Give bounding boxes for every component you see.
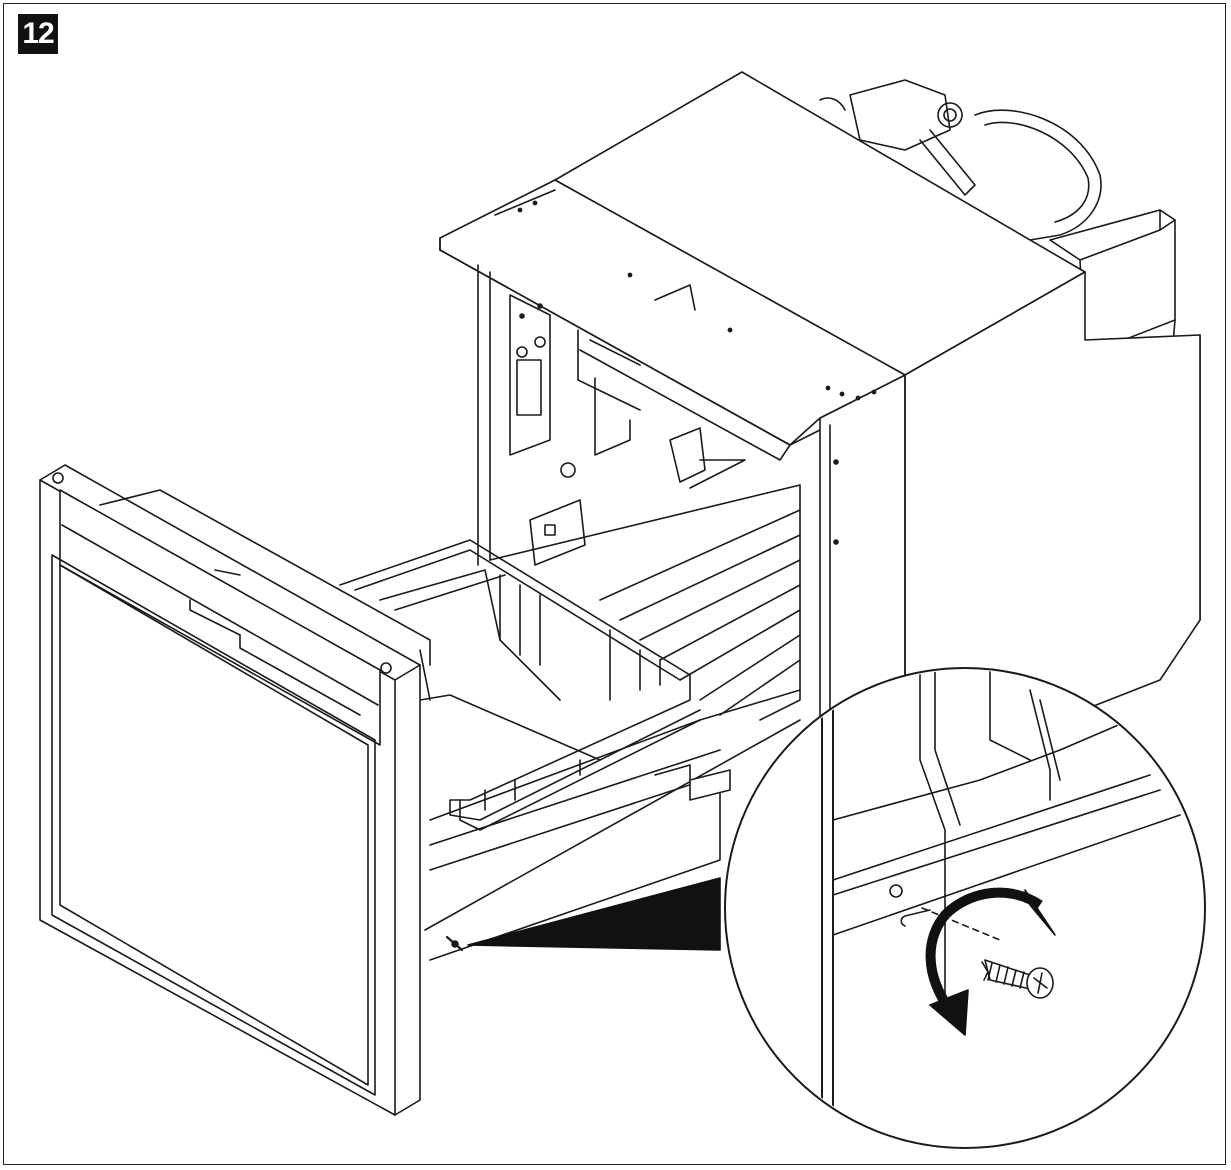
detail-magnifier-circle [724, 667, 1206, 1149]
screw-location [445, 935, 464, 952]
drawer-front-door [39, 464, 431, 1116]
interior-compartment [477, 264, 801, 721]
step-number-badge: 12 [18, 14, 58, 54]
top-mounting-flange [439, 179, 906, 461]
rotation-arrow-icon [925, 887, 1056, 1036]
callout-pointer [467, 877, 721, 951]
drawer-wire-basket [339, 539, 801, 961]
refrigerator-cabinet [554, 71, 1201, 781]
figure-frame [3, 3, 1226, 1165]
screw-icon [981, 959, 1054, 999]
